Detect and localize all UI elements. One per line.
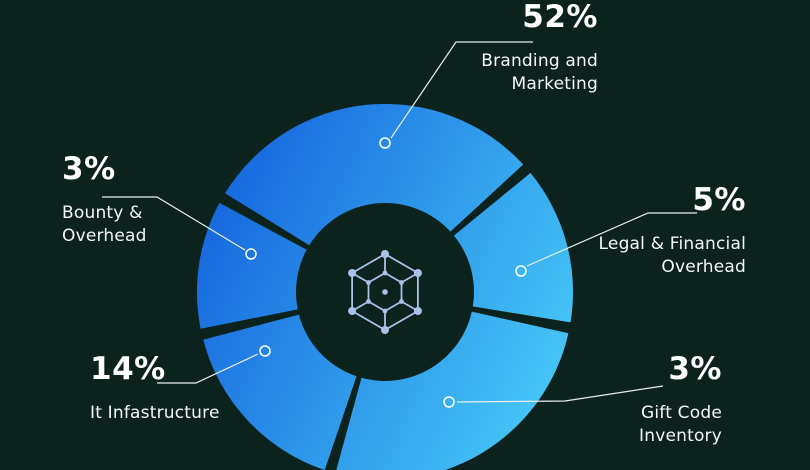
leader-line-it xyxy=(157,353,259,384)
node-dot xyxy=(382,270,388,276)
node-dot xyxy=(382,308,388,314)
label-branding: Branding and Marketing xyxy=(481,51,598,94)
pct-it: 14% xyxy=(90,351,166,387)
pct-legal: 5% xyxy=(692,182,746,218)
node-dot xyxy=(399,299,404,304)
leader-line-legal xyxy=(526,212,697,267)
anchor-dot-branding xyxy=(379,137,391,149)
label-gift: Gift Code Inventory xyxy=(639,403,722,446)
label-legal: Legal & Financial Overhead xyxy=(598,234,746,277)
leader-line-branding xyxy=(390,41,533,139)
segment-it[interactable] xyxy=(203,314,357,470)
network-hexagon-icon xyxy=(348,250,422,334)
node-dot xyxy=(413,269,422,277)
segment-bounty[interactable] xyxy=(196,202,307,329)
node-dot xyxy=(381,250,389,258)
callout-gift-code: 3% Gift Code Inventory xyxy=(639,352,722,447)
node-dot xyxy=(399,280,404,285)
anchor-dot-gift xyxy=(443,396,455,408)
label-it: It Infastructure xyxy=(90,403,220,424)
callout-branding-marketing: 52% Branding and Marketing xyxy=(481,0,598,95)
callout-it-infrastructure: 14% It Infastructure xyxy=(90,352,220,425)
segment-legal[interactable] xyxy=(453,172,573,323)
leader-line-bounty xyxy=(102,196,246,251)
callout-legal-financial: 5% Legal & Financial Overhead xyxy=(599,183,746,278)
label-bounty: Bounty & Overhead xyxy=(62,203,147,246)
segment-gift[interactable] xyxy=(335,311,569,470)
anchor-dot-bounty xyxy=(245,248,257,260)
node-dot xyxy=(413,307,422,315)
leader-line-gift xyxy=(456,385,664,403)
node-dot xyxy=(366,280,371,285)
node-dot xyxy=(366,299,371,304)
node-dot xyxy=(381,326,389,334)
center-node-dot xyxy=(382,289,388,295)
pct-branding: 52% xyxy=(522,0,598,35)
anchor-dot-legal xyxy=(515,265,527,277)
pct-gift: 3% xyxy=(668,351,722,387)
pct-bounty: 3% xyxy=(62,151,116,187)
segment-branding[interactable] xyxy=(225,103,524,246)
anchor-dot-it xyxy=(259,345,271,357)
node-dot xyxy=(348,269,357,277)
node-dot xyxy=(348,307,357,315)
callout-bounty-overhead: 3% Bounty & Overhead xyxy=(62,152,147,247)
